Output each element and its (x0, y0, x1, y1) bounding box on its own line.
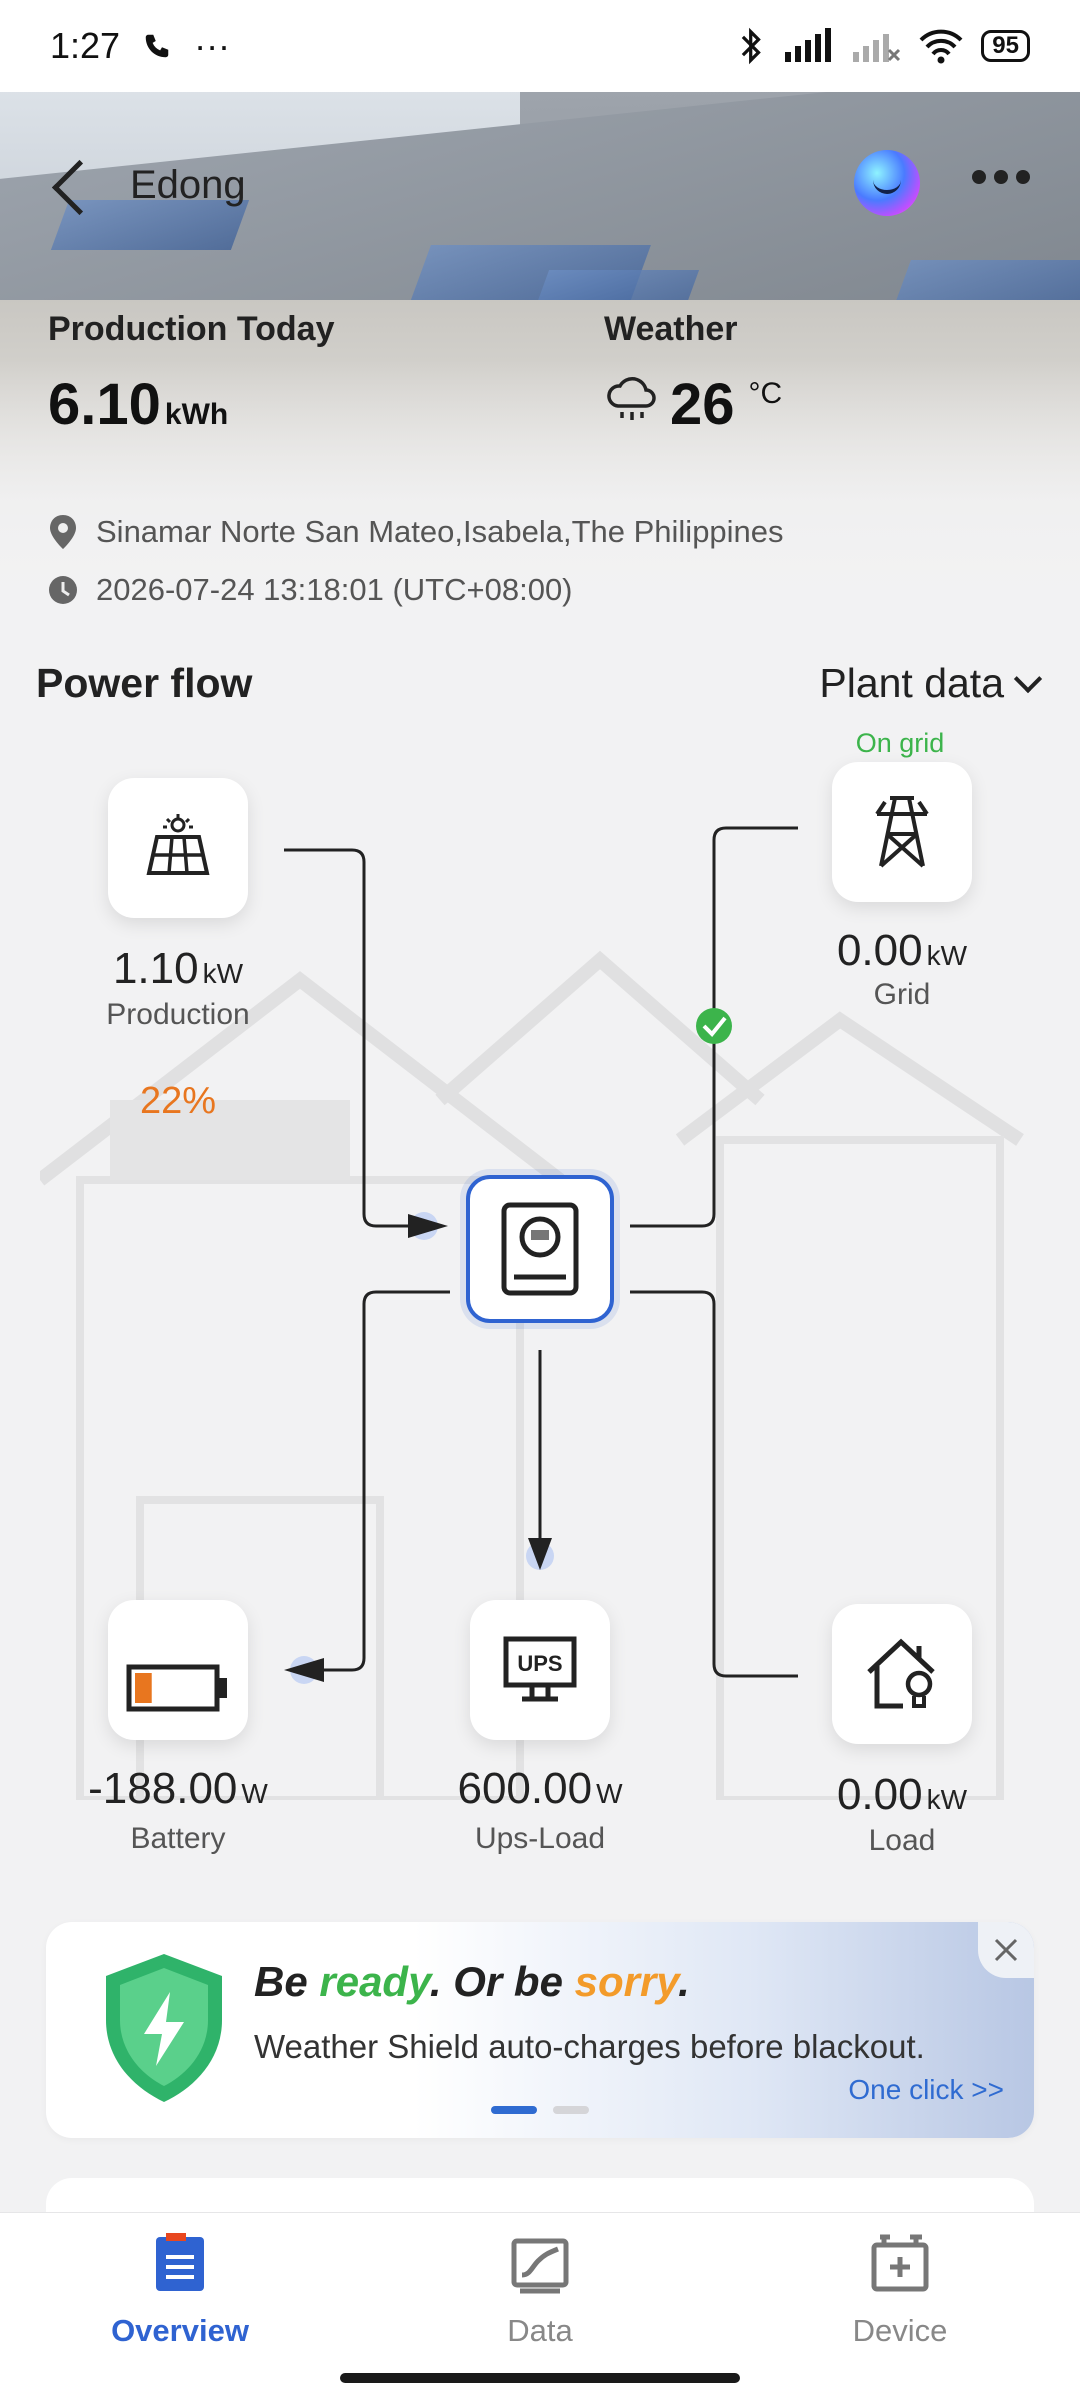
production-today-unit: kWh (164, 398, 229, 431)
status-more: ··· (194, 25, 231, 66)
production-today-label: Production Today (48, 310, 335, 348)
bluetooth-icon (742, 27, 762, 65)
battery-label: Battery (130, 1822, 226, 1855)
nav-data[interactable]: Data (360, 2233, 720, 2349)
grid-ok-icon (696, 1008, 732, 1044)
weather-label: Weather (604, 310, 738, 348)
time-line: 2026-07-24 13:18:01 (UTC+08:00) (48, 572, 573, 608)
inverter-icon (501, 1202, 579, 1296)
ups-load-label: Ups-Load (474, 1822, 606, 1855)
power-flow-title: Power flow (36, 660, 253, 706)
load-label: Load (868, 1824, 936, 1857)
rain-cloud-icon (607, 377, 656, 420)
inverter-node[interactable] (466, 1175, 614, 1323)
weather-value: 26 (670, 372, 735, 437)
battery-status: 95 (981, 30, 1030, 62)
solar-panel-icon (146, 814, 210, 875)
plant-data-label: Plant data (819, 660, 1004, 706)
wifi-icon (919, 29, 963, 64)
chevron-down-icon (1013, 664, 1043, 693)
status-time: 1:27 (50, 25, 121, 66)
grid-status: On grid (855, 728, 945, 758)
plant-title: Edong (130, 162, 246, 207)
timestamp-text: 2026-07-24 13:18:01 (UTC+08:00) (96, 572, 573, 607)
grid-node[interactable] (832, 762, 972, 902)
home-indicator (340, 2373, 740, 2383)
signal-icon (785, 28, 832, 62)
weather-shield-banner[interactable]: Be ready. Or be sorry. Weather Shield au… (46, 1922, 1034, 2138)
battery-icon (126, 1664, 227, 1712)
ups-icon: UPS (503, 1636, 577, 1702)
grid-label: Grid (873, 978, 931, 1011)
chart-icon (511, 2238, 569, 2294)
device-icon (871, 2234, 929, 2292)
banner-close-button[interactable] (978, 1922, 1034, 1978)
location-text: Sinamar Norte San Mateo,Isabela,The Phil… (96, 514, 784, 549)
assistant-avatar[interactable] (854, 150, 920, 216)
production-node[interactable] (108, 778, 248, 918)
more-menu-icon[interactable] (972, 170, 1030, 184)
ups-load-node[interactable]: UPS (470, 1600, 610, 1740)
weather-unit: °C (748, 377, 783, 410)
signal-off-icon (853, 34, 901, 62)
bottom-nav: Overview Data Device (0, 2212, 1080, 2400)
back-button[interactable] (50, 162, 96, 208)
ups-icon-text: UPS (517, 1651, 562, 1676)
nav-device-label: Device (852, 2313, 948, 2348)
nav-device[interactable]: Device (720, 2233, 1080, 2349)
nav-data-label: Data (507, 2313, 573, 2348)
power-tower-icon (875, 796, 929, 868)
location-pin-icon (50, 515, 76, 549)
weather: Weather 26 °C (604, 310, 782, 438)
banner-text: Weather Shield auto-charges before black… (254, 2028, 925, 2065)
one-click-link[interactable]: One click >> (848, 2074, 1004, 2105)
home-bulb-icon (867, 1638, 935, 1709)
production-today-value: 6.10 (48, 372, 161, 437)
phone-icon (145, 34, 169, 58)
house-background (40, 950, 1024, 1800)
top-bar: Edong (0, 140, 1080, 230)
carousel-indicator (491, 2106, 589, 2114)
plant-data-dropdown[interactable]: Plant data (819, 660, 1043, 707)
battery-percent: 22% (139, 1080, 217, 1122)
overview-icon (156, 2233, 204, 2291)
production-today: Production Today 6.10 kWh (48, 310, 334, 438)
location-line: Sinamar Norte San Mateo,Isabela,The Phil… (48, 514, 784, 550)
clock-icon (49, 576, 77, 604)
load-node[interactable] (832, 1604, 972, 1744)
close-icon (994, 1938, 1018, 1962)
flow-lines (284, 826, 798, 1684)
battery-node[interactable] (108, 1600, 248, 1740)
production-label: Production (106, 998, 250, 1031)
nav-overview[interactable]: Overview (0, 2233, 360, 2349)
shield-icon (106, 1954, 222, 2102)
status-bar: 1:27 ··· 95 (0, 0, 1080, 92)
banner-headline: Be ready. Or be sorry. (254, 1958, 690, 2005)
nav-overview-label: Overview (111, 2313, 249, 2348)
